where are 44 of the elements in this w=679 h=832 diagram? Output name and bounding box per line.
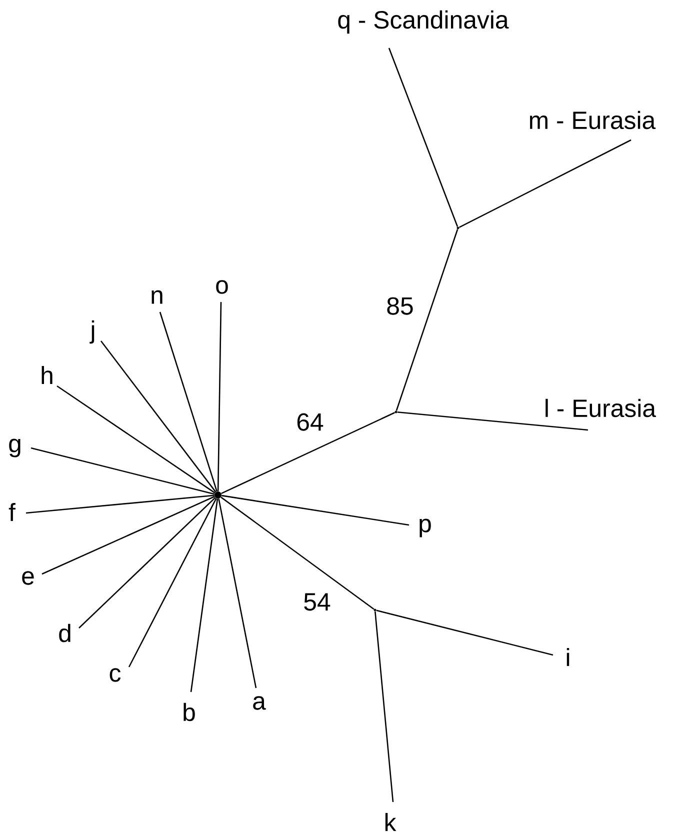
branch-line bbox=[30, 447, 215, 495]
leaf-label: a bbox=[253, 696, 266, 710]
branch-line bbox=[159, 312, 218, 492]
branch-line bbox=[78, 497, 216, 628]
leaf-label: c bbox=[110, 668, 121, 682]
leaf-label: g bbox=[9, 438, 20, 458]
branch-line bbox=[190, 498, 218, 692]
leaf-label: h bbox=[42, 366, 52, 384]
branch-junction bbox=[394, 410, 398, 414]
center-dot bbox=[214, 492, 222, 498]
branch-line bbox=[56, 385, 216, 494]
branch-line bbox=[459, 139, 632, 228]
branch-line bbox=[374, 611, 394, 802]
branch-junction bbox=[374, 608, 376, 612]
edge-label: 64 bbox=[295, 412, 325, 432]
leaf-label: d bbox=[59, 624, 70, 642]
leaf-label: j bbox=[90, 320, 94, 344]
leaf-label: e bbox=[22, 571, 34, 585]
branch-line bbox=[388, 48, 458, 227]
leaf-label: q - Scandinavia bbox=[338, 10, 509, 34]
branch-line bbox=[220, 496, 374, 610]
branch-line bbox=[128, 498, 217, 668]
branch-line bbox=[42, 496, 215, 575]
branch-line bbox=[376, 610, 554, 656]
branch-line bbox=[26, 494, 214, 514]
leaf-label: f bbox=[8, 503, 16, 522]
leaf-label: n bbox=[152, 290, 162, 304]
branch-line bbox=[396, 229, 458, 411]
branch-line bbox=[218, 498, 257, 688]
leaf-label: p bbox=[420, 518, 431, 538]
leaf-label: o bbox=[216, 280, 228, 294]
leaf-label: b bbox=[184, 702, 195, 722]
branch-line bbox=[217, 302, 222, 492]
edge-label: 54 bbox=[302, 592, 332, 612]
branch-junction bbox=[456, 226, 460, 230]
leaf-label: l - Eurasia bbox=[546, 398, 656, 418]
leaf-label: k bbox=[385, 812, 396, 832]
edge-label: 85 bbox=[385, 296, 415, 316]
branch-line bbox=[222, 494, 410, 526]
branch-line bbox=[221, 412, 395, 494]
branch-line bbox=[100, 340, 216, 492]
branch-line bbox=[397, 412, 588, 431]
leaf-label: i bbox=[566, 648, 570, 666]
leaf-label: m - Eurasia bbox=[530, 110, 656, 130]
